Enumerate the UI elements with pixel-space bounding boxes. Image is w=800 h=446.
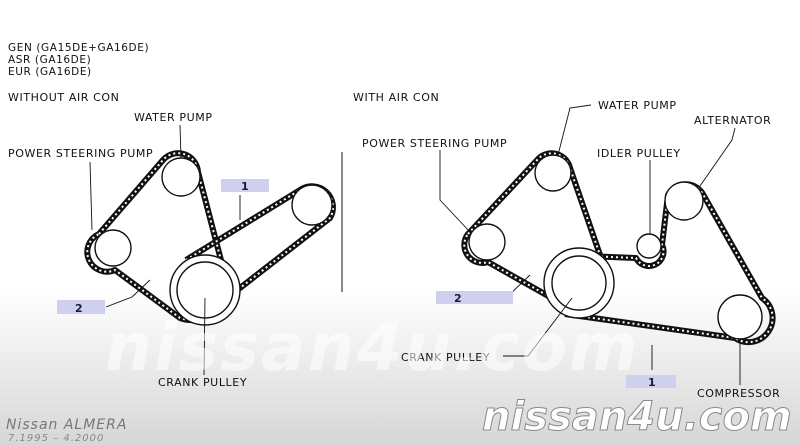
left-belt-1-tag bbox=[221, 179, 269, 192]
left-power-steering-label: POWER STEERING PUMP bbox=[8, 147, 153, 160]
header-line-2: ASR (GA16DE) bbox=[8, 54, 91, 66]
right-idler-pulley bbox=[636, 233, 662, 259]
right-crank-pulley-inner bbox=[551, 255, 607, 311]
right-belt-1-tag bbox=[626, 375, 676, 388]
left-title: WITHOUT AIR CON bbox=[8, 91, 120, 104]
left-crank-pulley-label: CRANK PULLEY bbox=[158, 376, 247, 389]
left-alternator-pulley bbox=[291, 184, 333, 226]
right-power-steering-pulley bbox=[468, 223, 506, 261]
right-crank-pulley-label: CRANK PULLEY bbox=[401, 351, 490, 364]
right-alternator-pulley bbox=[664, 181, 704, 221]
left-belt-2-tag-label: 2 bbox=[75, 302, 83, 315]
right-compressor-label: COMPRESSOR bbox=[697, 387, 780, 400]
left-belt-2-tag bbox=[57, 300, 105, 314]
right-belt-2-tag-label: 2 bbox=[454, 292, 462, 305]
right-idler-pulley-label: IDLER PULLEY bbox=[597, 147, 681, 160]
left-power-steering-pulley bbox=[94, 229, 132, 267]
header-line-1: GEN (GA15DE+GA16DE) bbox=[8, 42, 149, 54]
header-line-3: EUR (GA16DE) bbox=[8, 66, 92, 78]
model-years: 7.1995 – 4.2000 bbox=[8, 433, 104, 444]
right-water-pump-label: WATER PUMP bbox=[598, 99, 677, 112]
background-gradient bbox=[0, 290, 800, 446]
watermark-corner: nissan4u.com bbox=[482, 394, 792, 440]
right-belt-1-tag-label: 1 bbox=[648, 376, 656, 389]
right-belt-2-tag bbox=[436, 291, 513, 304]
watermark-center: nissan4u.com bbox=[105, 309, 640, 386]
model-name: Nissan ALMERA bbox=[6, 417, 127, 433]
right-compressor-pulley bbox=[717, 294, 763, 340]
right-water-pump-pulley bbox=[534, 154, 572, 192]
left-belt-1-tag-label: 1 bbox=[241, 180, 249, 193]
left-water-pump-pulley bbox=[161, 157, 201, 197]
right-alternator-label: ALTERNATOR bbox=[694, 114, 771, 127]
right-title: WITH AIR CON bbox=[353, 91, 439, 104]
left-water-pump-label: WATER PUMP bbox=[134, 111, 213, 124]
right-power-steering-label: POWER STEERING PUMP bbox=[362, 137, 507, 150]
